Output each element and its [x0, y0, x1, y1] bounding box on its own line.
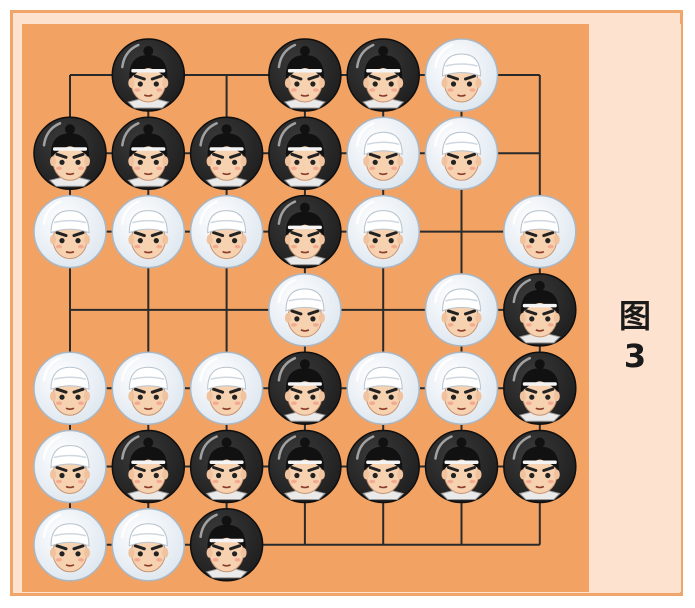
black-piece [504, 431, 576, 503]
black-piece [347, 431, 419, 503]
black-piece [112, 39, 184, 111]
black-piece [191, 509, 263, 581]
black-piece [426, 431, 498, 503]
white-piece [191, 196, 263, 268]
black-piece [112, 431, 184, 503]
white-piece [347, 117, 419, 189]
black-piece [191, 117, 263, 189]
white-piece [426, 274, 498, 346]
white-piece [34, 509, 106, 581]
black-piece [347, 39, 419, 111]
black-piece [269, 196, 341, 268]
board-svg [22, 24, 589, 592]
white-piece [504, 196, 576, 268]
figure-caption: 图 3 [589, 296, 681, 376]
black-piece [269, 431, 341, 503]
white-piece [112, 509, 184, 581]
white-piece [34, 431, 106, 503]
black-piece [112, 117, 184, 189]
white-piece [112, 196, 184, 268]
white-piece [34, 196, 106, 268]
caption-char: 图 [589, 296, 681, 336]
black-piece [269, 39, 341, 111]
game-board [22, 24, 589, 592]
white-piece [347, 196, 419, 268]
black-piece [504, 352, 576, 424]
white-piece [34, 352, 106, 424]
caption-number: 3 [589, 336, 681, 376]
caption-panel: 图 3 [589, 24, 681, 592]
white-piece [191, 352, 263, 424]
white-piece [269, 274, 341, 346]
black-piece [34, 117, 106, 189]
black-piece [191, 431, 263, 503]
white-piece [426, 117, 498, 189]
black-piece [269, 117, 341, 189]
black-piece [269, 352, 341, 424]
white-piece [112, 352, 184, 424]
white-piece [347, 352, 419, 424]
black-piece [504, 274, 576, 346]
white-piece [426, 39, 498, 111]
white-piece [426, 352, 498, 424]
